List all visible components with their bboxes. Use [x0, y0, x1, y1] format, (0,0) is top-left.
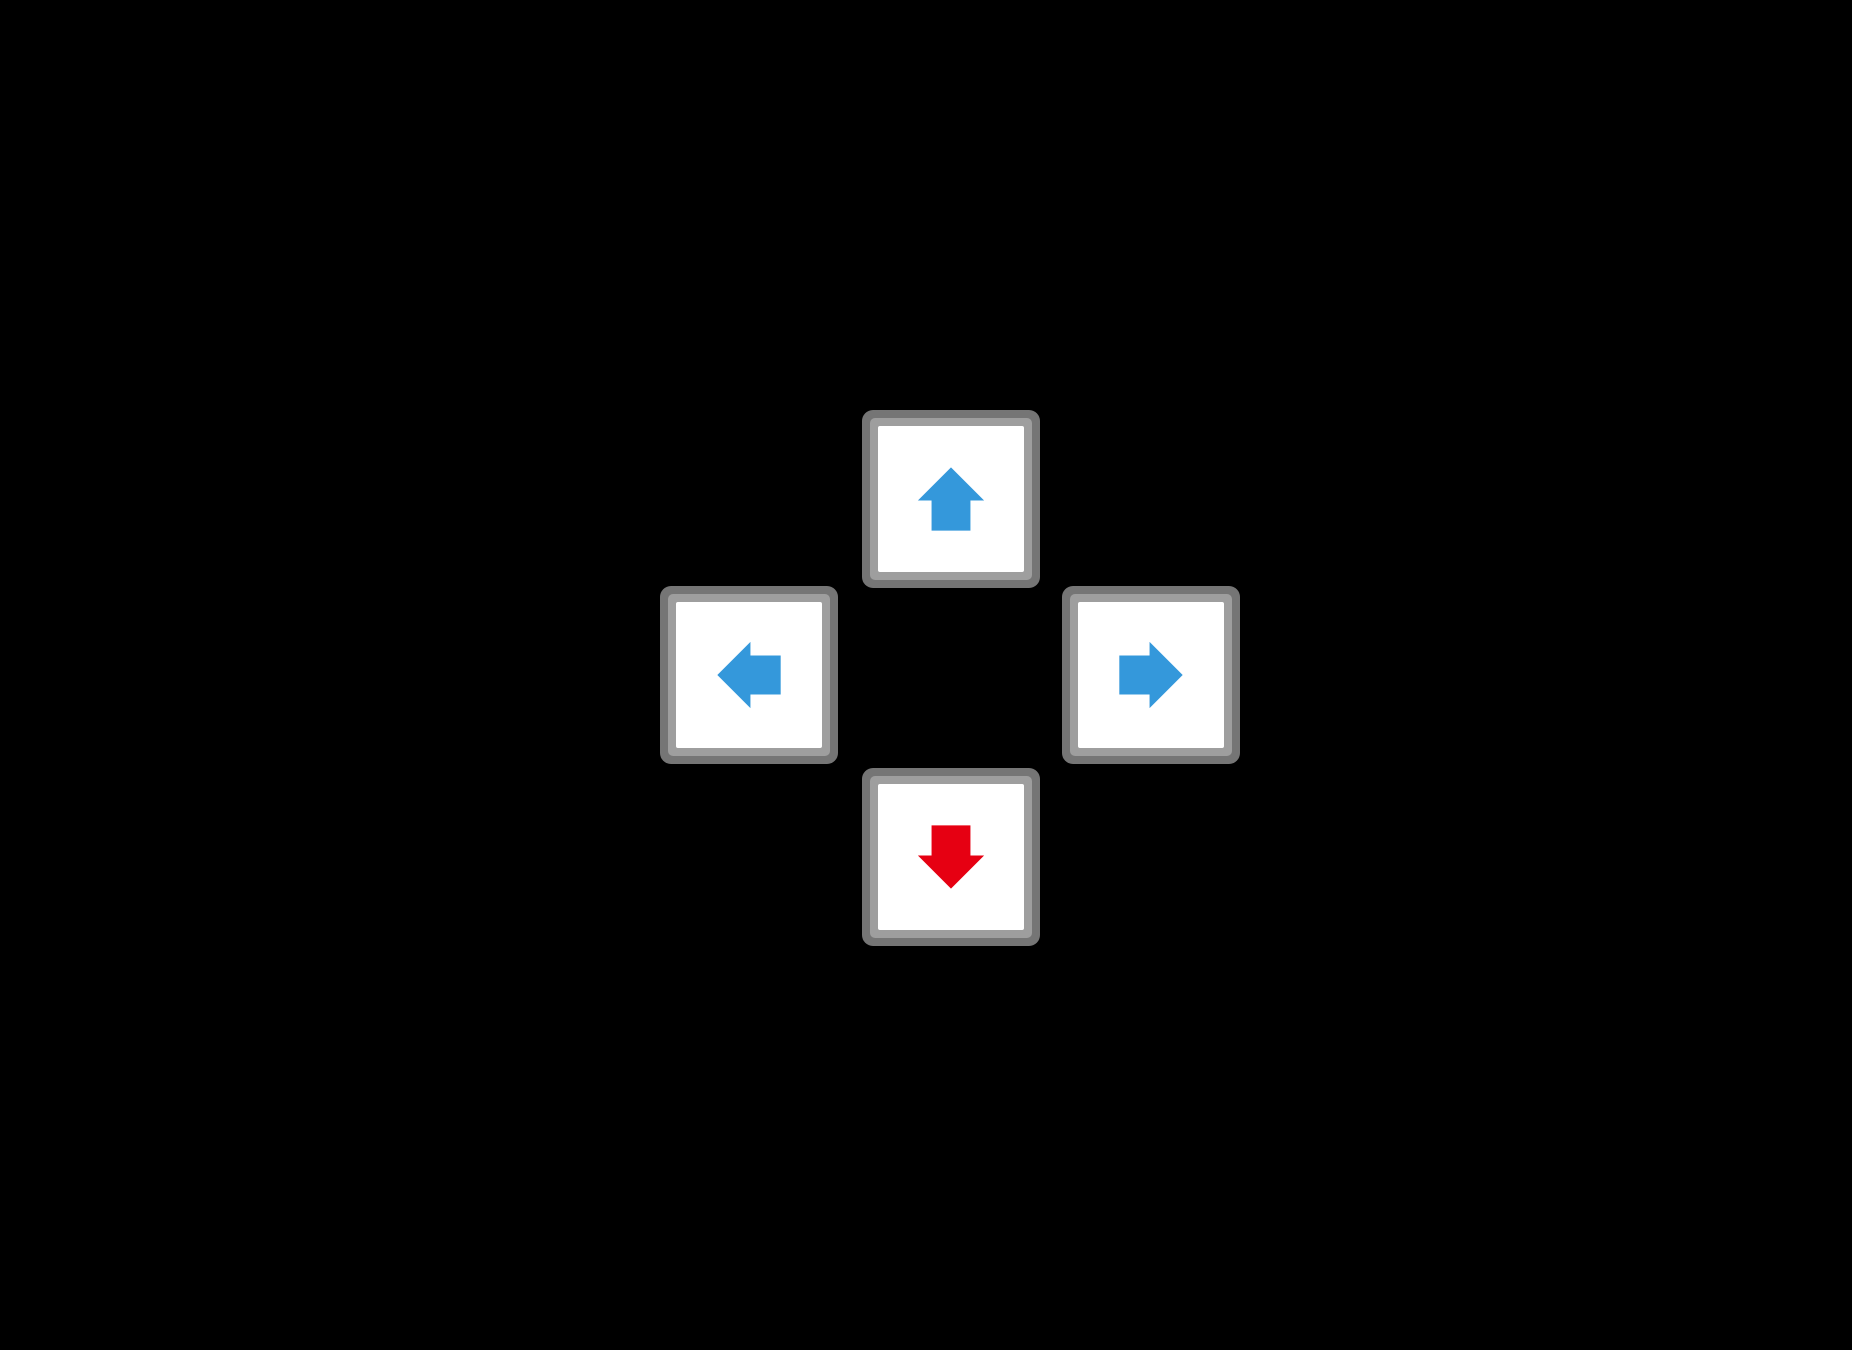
- key-face-left: [676, 602, 822, 748]
- key-face-down: [878, 784, 1024, 930]
- arrow-up-icon: [917, 467, 985, 531]
- key-inner-bezel-up: [870, 418, 1032, 580]
- arrow-right-shape: [1119, 641, 1183, 709]
- arrow-left-shape: [717, 641, 781, 709]
- arrow-left-icon: [717, 641, 781, 709]
- arrow-right-icon: [1119, 641, 1183, 709]
- key-face-right: [1078, 602, 1224, 748]
- key-face-up: [878, 426, 1024, 572]
- arrow-keypad: [660, 410, 1240, 946]
- arrow-key-right[interactable]: [1062, 586, 1240, 764]
- key-inner-bezel-right: [1070, 594, 1232, 756]
- arrow-up-shape: [917, 467, 985, 531]
- arrow-down-icon: [917, 825, 985, 889]
- arrow-key-down[interactable]: [862, 768, 1040, 946]
- arrow-key-up[interactable]: [862, 410, 1040, 588]
- key-inner-bezel-down: [870, 776, 1032, 938]
- key-inner-bezel-left: [668, 594, 830, 756]
- arrow-key-left[interactable]: [660, 586, 838, 764]
- arrow-down-shape: [917, 825, 985, 889]
